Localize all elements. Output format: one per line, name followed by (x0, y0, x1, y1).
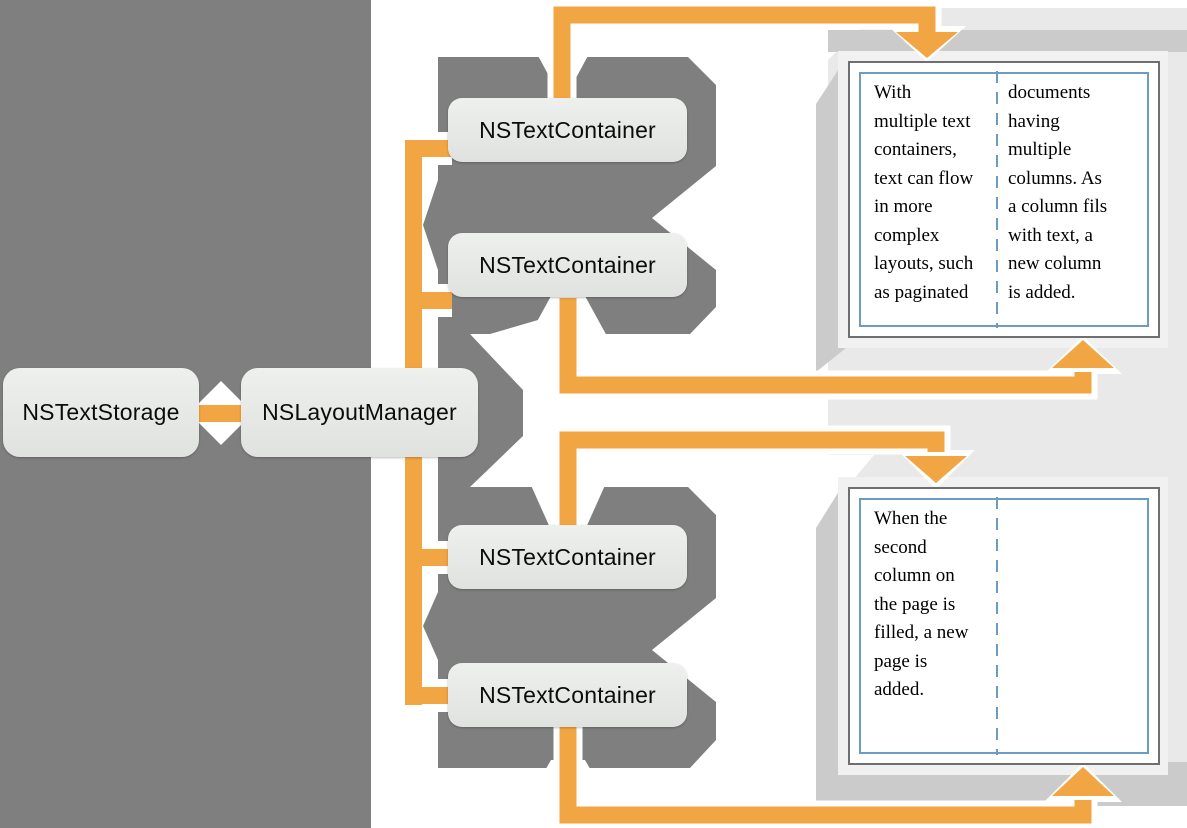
page-1: With multiple text containers, text can … (848, 61, 1160, 338)
arrow4-line (559, 724, 1092, 824)
nstextcontainer-label: NSTextContainer (479, 543, 656, 570)
nstextcontainer-box-1: NSTextContainer (448, 98, 687, 162)
arrow2-line (559, 298, 1092, 394)
nstextcontainer-label: NSTextContainer (479, 681, 656, 708)
page-1-left-column: With multiple text containers, text can … (874, 82, 974, 303)
nslayoutmanager-box: NSLayoutManager (241, 368, 478, 457)
nstextcontainer-box-4: NSTextContainer (448, 663, 687, 727)
branch1-line (405, 140, 452, 157)
arrow3-head (905, 456, 967, 483)
nslayoutmanager-label: NSLayoutManager (262, 399, 457, 425)
branch2-line (405, 292, 452, 309)
double-arrow-bar (197, 405, 245, 422)
arrow3-line (559, 431, 945, 526)
arrow1-head (896, 32, 958, 58)
nstextstorage-box: NSTextStorage (3, 368, 199, 457)
nstextstorage-label: NSTextStorage (22, 399, 180, 425)
nstextcontainer-box-3: NSTextContainer (448, 525, 687, 589)
nstextcontainer-box-2: NSTextContainer (448, 233, 687, 297)
page-1-text-frame (859, 72, 1149, 327)
branch3-line (405, 549, 452, 566)
nstextcontainer-label: NSTextContainer (479, 116, 656, 143)
arrow1-line (553, 6, 936, 102)
arrow4-head (1052, 767, 1114, 796)
arrow2-head (1052, 340, 1114, 368)
page-2-text-frame (859, 498, 1149, 754)
page-1-column-divider (996, 71, 998, 328)
branch4-line (405, 687, 452, 704)
page-1-right-column: documents having multiple columns. As a … (1008, 82, 1108, 303)
page-2-column-divider (996, 497, 998, 755)
page-2-left-column: When the second column on the page is fi… (874, 508, 969, 700)
page1-shadow-top (828, 30, 1187, 52)
page-2: When the second column on the page is fi… (848, 487, 1160, 765)
nstextcontainer-label: NSTextContainer (479, 251, 656, 278)
